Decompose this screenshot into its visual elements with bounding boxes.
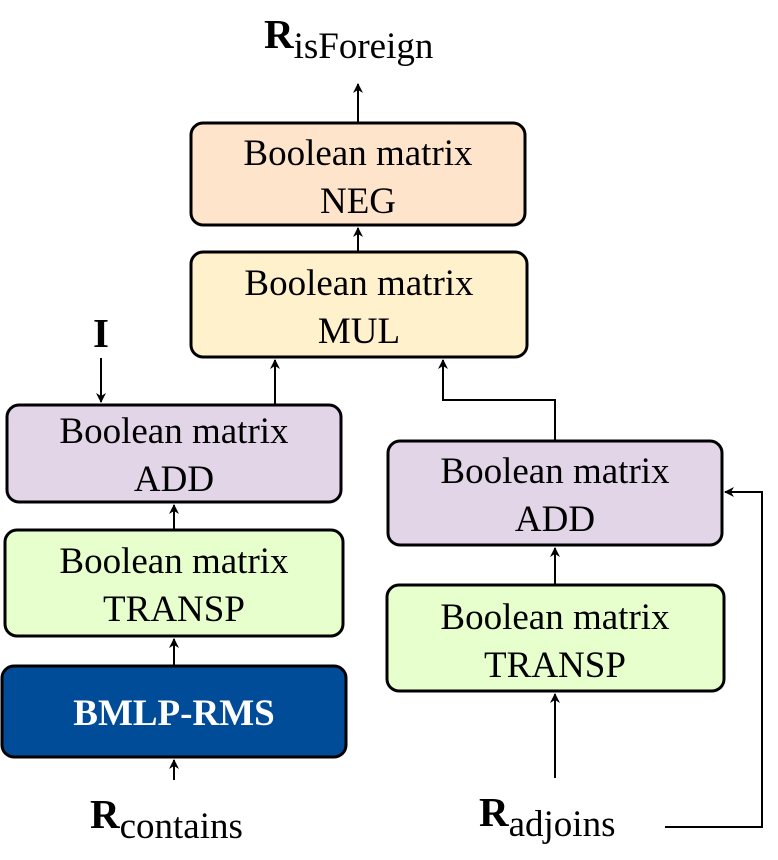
node-neg-box xyxy=(189,121,527,227)
node-transp-left-box xyxy=(3,528,345,638)
node-add-right: Boolean matrix ADD xyxy=(386,439,724,547)
node-transp-right: Boolean matrix TRANSP xyxy=(385,583,726,693)
node-add-left: Boolean matrix ADD xyxy=(5,403,343,504)
node-add-right-line1: Boolean matrix xyxy=(440,451,670,492)
node-mul: Boolean matrix MUL xyxy=(189,250,529,359)
node-neg-line1: Boolean matrix xyxy=(243,133,473,174)
node-transp-left-line1: Boolean matrix xyxy=(59,541,289,582)
edges xyxy=(96,83,763,828)
node-add-right-box xyxy=(386,439,724,547)
node-mul-line2: MUL xyxy=(318,311,400,352)
node-bmlp-rms: BMLP-RMS xyxy=(0,664,348,759)
node-add-left-line2: ADD xyxy=(134,459,214,500)
node-transp-right-box xyxy=(385,583,726,693)
edge-add-right-to-mul xyxy=(438,359,556,441)
node-add-left-box xyxy=(5,403,343,504)
node-add-left-line1: Boolean matrix xyxy=(59,411,289,452)
node-add-right-line2: ADD xyxy=(515,499,595,540)
node-bmlp-rms-box xyxy=(0,664,348,759)
node-transp-left: Boolean matrix TRANSP xyxy=(3,528,345,638)
node-mul-box xyxy=(189,250,529,359)
node-mul-line1: Boolean matrix xyxy=(244,263,474,304)
node-neg-line2: NEG xyxy=(320,181,396,222)
edge-adjoins-to-add-right xyxy=(665,487,763,828)
input-label-contains: Rcontains xyxy=(90,791,243,847)
node-transp-right-line1: Boolean matrix xyxy=(440,597,670,638)
node-neg: Boolean matrix NEG xyxy=(189,121,527,227)
input-label-adjoins: Radjoins xyxy=(479,789,616,845)
output-label-isforeign: RisForeign xyxy=(264,11,433,67)
node-bmlp-rms-label: BMLP-RMS xyxy=(73,693,274,734)
node-transp-left-line2: TRANSP xyxy=(103,589,245,630)
node-transp-right-line2: TRANSP xyxy=(484,645,626,686)
input-label-identity: I xyxy=(93,310,109,356)
